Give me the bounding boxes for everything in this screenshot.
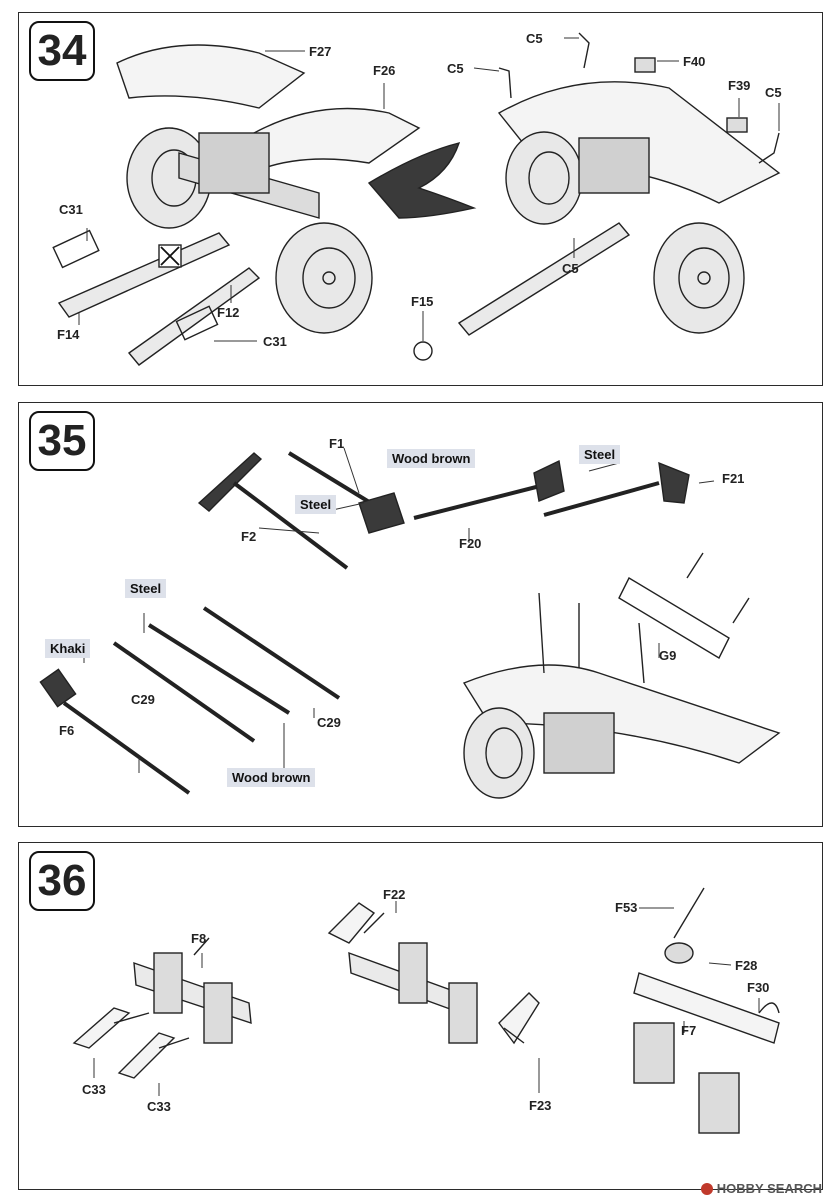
step-36-illustration bbox=[72, 887, 780, 1134]
axle-f8 bbox=[133, 961, 252, 1025]
step-36-number: 36 bbox=[29, 851, 95, 911]
trail-right bbox=[457, 222, 631, 336]
label-c5: C5 bbox=[765, 85, 782, 100]
pickaxe-head bbox=[197, 452, 263, 512]
label-c33: C33 bbox=[82, 1082, 106, 1097]
label-f20: F20 bbox=[459, 536, 482, 551]
rod-c29-c bbox=[202, 606, 341, 700]
label-c5: C5 bbox=[447, 61, 464, 76]
label-f7: F7 bbox=[681, 1023, 697, 1038]
label-f39: F39 bbox=[728, 78, 751, 93]
fender-f26 bbox=[253, 107, 421, 169]
label-f26: F26 bbox=[373, 63, 396, 78]
label-f15: F15 bbox=[411, 294, 434, 309]
fender-f27 bbox=[116, 44, 306, 109]
wheel-35 bbox=[463, 707, 535, 799]
label-f12: F12 bbox=[217, 305, 240, 320]
rod-c29-b bbox=[112, 641, 256, 743]
paint-wood-brown: Wood brown bbox=[227, 768, 316, 787]
label-f6: F6 bbox=[59, 723, 75, 738]
label-c5: C5 bbox=[562, 261, 579, 276]
arm-c33-a bbox=[72, 1007, 131, 1049]
label-f40: F40 bbox=[683, 54, 706, 69]
step-35-illustration bbox=[39, 447, 781, 799]
label-c29: C29 bbox=[131, 692, 155, 707]
wheel-left-front bbox=[275, 222, 373, 334]
paint-steel: Steel bbox=[579, 445, 621, 464]
step-35-number: 35 bbox=[29, 411, 95, 471]
label-f28: F28 bbox=[735, 958, 758, 973]
paint-khaki: Khaki bbox=[45, 639, 91, 658]
label-c5: C5 bbox=[526, 31, 543, 46]
brand-logo-icon bbox=[700, 1182, 713, 1195]
gear-f28 bbox=[664, 942, 694, 964]
wheel-right-front bbox=[653, 222, 745, 334]
arm-c33-b bbox=[117, 1032, 176, 1079]
label-f8: F8 bbox=[191, 931, 207, 946]
paint-steel: Steel bbox=[295, 495, 337, 514]
rod-c29-a bbox=[147, 623, 291, 715]
label-c29: C29 bbox=[317, 715, 341, 730]
paint-steel: Steel bbox=[125, 579, 167, 598]
step-35-panel: 35 bbox=[18, 402, 823, 827]
arm-f7 bbox=[633, 972, 780, 1044]
label-f30: F30 bbox=[747, 980, 770, 995]
handle-f53 bbox=[673, 887, 705, 939]
label-f22: F22 bbox=[383, 887, 406, 902]
tow-ring-f15 bbox=[413, 341, 433, 361]
label-f23: F23 bbox=[529, 1098, 552, 1113]
label-c31: C31 bbox=[59, 202, 83, 217]
label-f2: F2 bbox=[241, 529, 257, 544]
step-36-panel: 36 bbox=[18, 842, 823, 1190]
label-c33: C33 bbox=[147, 1099, 171, 1114]
wheel-right-rear bbox=[505, 131, 583, 225]
label-f21: F21 bbox=[722, 471, 745, 486]
label-f27: F27 bbox=[309, 44, 332, 59]
step-34-illustration bbox=[52, 32, 781, 366]
brand-name: HOBBY SEARCH bbox=[716, 1181, 822, 1196]
trail-leg-f12 bbox=[127, 267, 261, 366]
step-34-panel: 34 bbox=[18, 12, 823, 386]
label-f53: F53 bbox=[615, 900, 638, 915]
watermark: HOBBY SEARCH bbox=[700, 1181, 822, 1196]
paint-wood-brown: Wood brown bbox=[387, 449, 476, 468]
wheel-left-rear bbox=[126, 127, 212, 229]
label-f14: F14 bbox=[57, 327, 80, 342]
trail-shield bbox=[367, 142, 477, 219]
label-f1: F1 bbox=[329, 436, 345, 451]
label-c31: C31 bbox=[263, 334, 287, 349]
step-34-number: 34 bbox=[29, 21, 95, 81]
label-g9: G9 bbox=[659, 648, 677, 663]
rack-g9 bbox=[618, 577, 730, 659]
shovel-blade bbox=[358, 492, 405, 534]
